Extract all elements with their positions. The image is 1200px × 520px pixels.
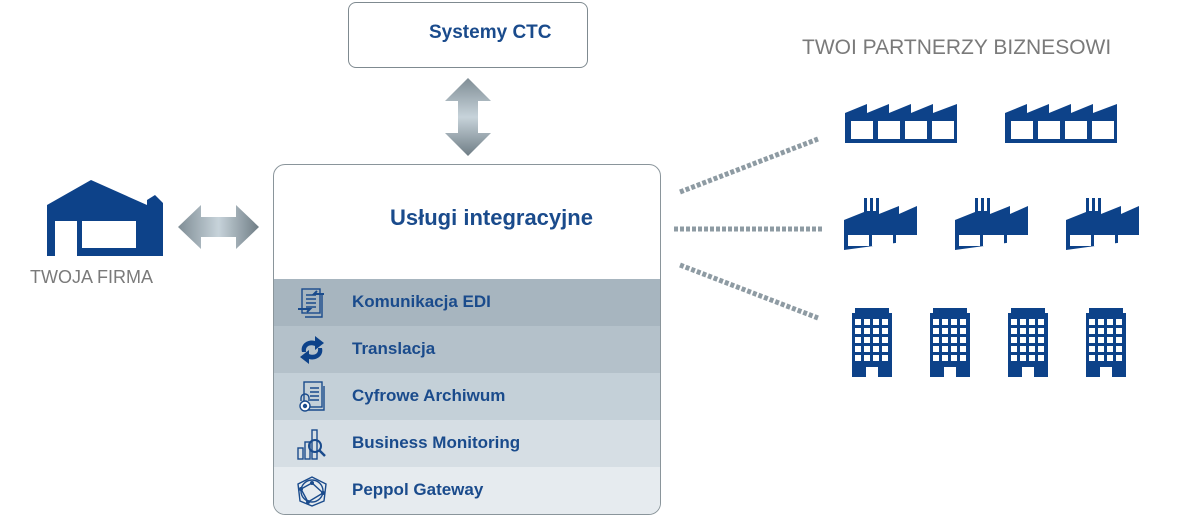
office-building-icon [930, 308, 970, 377]
service-label: Business Monitoring [352, 433, 521, 452]
factory-chimney-icon [844, 198, 917, 250]
factory-chimney-icon [955, 198, 1028, 250]
service-label: Peppol Gateway [352, 480, 484, 499]
chart-search-icon [294, 426, 330, 462]
ctc-systems-box[interactable] [348, 2, 588, 68]
service-row[interactable]: Cyfrowe Archiwum [274, 373, 660, 420]
office-building-icon [852, 308, 892, 377]
service-label: Translacja [352, 339, 436, 358]
service-label: Komunikacja EDI [352, 292, 491, 311]
office-building-icon [1008, 308, 1048, 377]
service-row[interactable]: Translacja [274, 326, 660, 373]
service-row[interactable]: Business Monitoring [274, 420, 660, 467]
document-lock-icon [294, 379, 330, 415]
network-globe-icon [294, 473, 330, 509]
warehouse-icon [47, 180, 163, 256]
partner-link-bottom [679, 262, 819, 321]
service-label: Cyfrowe Archiwum [352, 386, 506, 405]
factory-icon [845, 104, 957, 143]
factory-chimney-icon [1066, 198, 1139, 250]
factory-icon [1005, 104, 1117, 143]
document-exchange-icon [294, 285, 330, 321]
integration-title: Usługi integracyjne [390, 205, 593, 230]
ctc-label: Systemy CTC [429, 22, 552, 43]
partner-link-top [679, 136, 819, 195]
service-row[interactable]: Peppol Gateway [274, 467, 660, 514]
partners-label: TWOI PARTNERZY BIZNESOWI [802, 36, 1112, 59]
sync-arrows-icon [294, 332, 330, 368]
ctc-double-arrow [445, 78, 491, 156]
service-row[interactable]: Komunikacja EDI [274, 279, 660, 326]
office-building-icon [1086, 308, 1126, 377]
company-label: TWOJA FIRMA [30, 267, 153, 287]
company-double-arrow [178, 205, 259, 249]
